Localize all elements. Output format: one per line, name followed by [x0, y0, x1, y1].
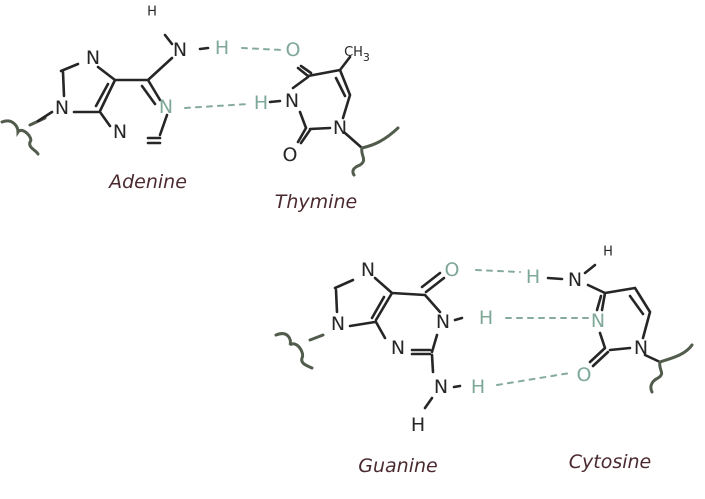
label-adenine: Adenine: [107, 171, 187, 193]
atom-h-donor: H: [254, 92, 268, 114]
hydrogen-bond: [241, 47, 283, 51]
thymine-structure: O N H N O CH3: [254, 39, 400, 177]
atom-n: N: [173, 39, 187, 61]
atom-h-donor: H: [479, 307, 493, 329]
atom-n: N: [391, 337, 405, 359]
label-guanine: Guanine: [358, 455, 437, 477]
atom-n: N: [634, 337, 648, 359]
atom-h-donor: H: [471, 376, 485, 398]
atom-h: H: [147, 5, 157, 20]
atom-n: N: [331, 313, 345, 335]
sugar-wiggle-adenine: [0, 116, 47, 156]
atom-n: N: [86, 47, 100, 69]
atom-n: N: [361, 259, 375, 281]
cytosine-structure: H N H N N O: [526, 245, 694, 394]
atom-h: H: [603, 245, 613, 260]
label-cytosine: Cytosine: [569, 451, 652, 473]
atom-h: H: [411, 414, 425, 436]
label-thymine: Thymine: [275, 191, 357, 213]
atom-h-donor: H: [215, 37, 229, 59]
atom-n: N: [285, 90, 299, 112]
sugar-wiggle-guanine: [274, 332, 325, 370]
atom-n: N: [55, 97, 69, 119]
atom-n: N: [434, 376, 448, 398]
atom-o-acceptor: O: [445, 259, 460, 281]
atom-n-acceptor: N: [591, 310, 605, 332]
guanine-structure: N N N N H O N H H: [274, 259, 493, 436]
adenine-structure: N N N N N H H: [0, 5, 229, 156]
adenine-bonds: [36, 33, 174, 145]
atom-n: N: [568, 269, 582, 291]
atom-o: O: [283, 144, 298, 166]
atom-o-acceptor: O: [577, 364, 592, 386]
sugar-wiggle-cytosine: [649, 343, 694, 394]
methyl-group: CH3: [344, 45, 370, 64]
atom-h-donor: H: [526, 266, 540, 288]
atom-n: N: [113, 121, 127, 143]
sugar-wiggle-thymine: [351, 126, 400, 177]
atom-o-acceptor: O: [286, 39, 301, 61]
atom-n: N: [436, 311, 450, 333]
hydrogen-bond: [475, 269, 521, 273]
atom-n-acceptor: N: [159, 96, 173, 118]
hydrogen-bond: [496, 372, 571, 386]
hydrogen-bond: [184, 103, 249, 109]
atom-n: N: [333, 117, 347, 139]
